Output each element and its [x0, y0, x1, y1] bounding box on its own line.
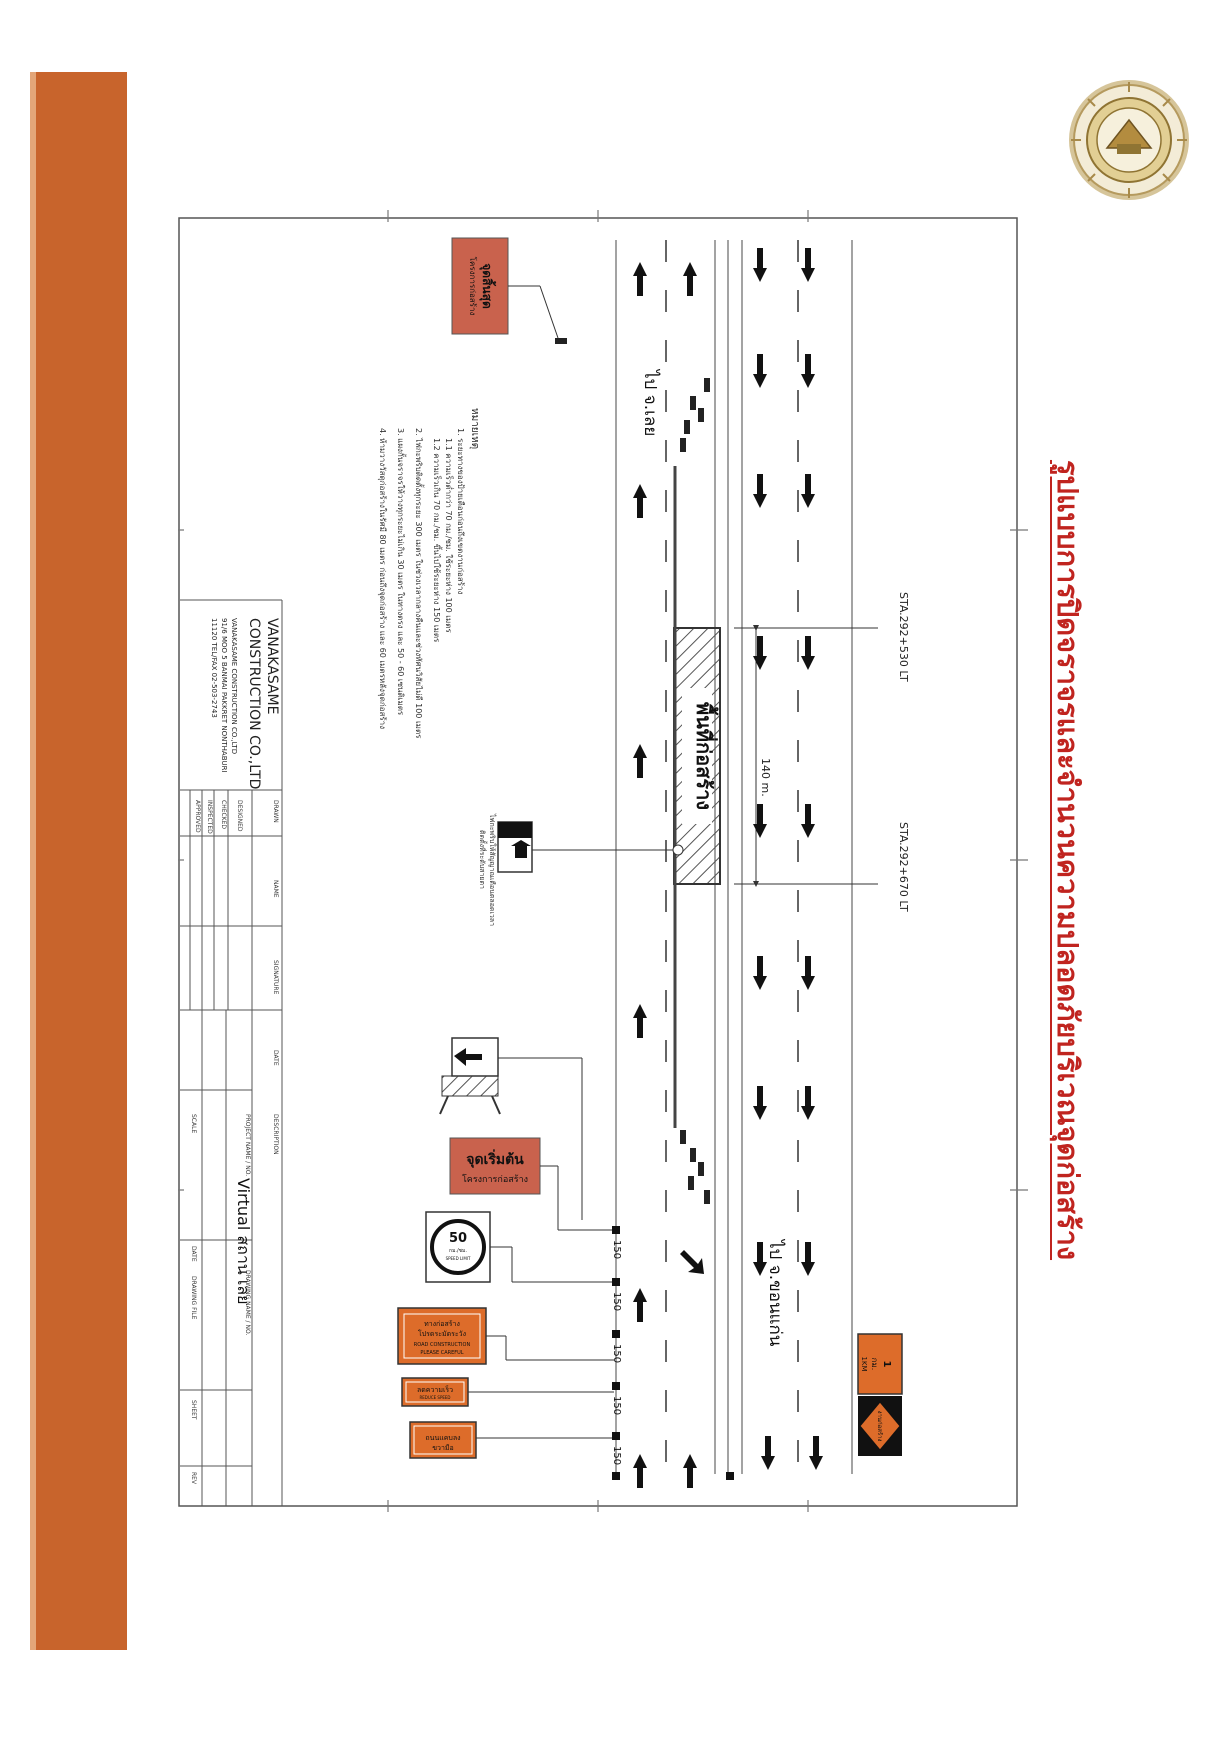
station-end: STA.292+670 LT: [897, 822, 910, 912]
taper-barriers-bottom: [680, 1130, 710, 1204]
title-block-text: DRAWN DESIGNED CHECKED INSPECTED APPROVE…: [190, 800, 279, 1485]
arrow-merge: [680, 1250, 704, 1274]
arrows-upper: [633, 262, 697, 1488]
notes-header: หมายเหตุ: [469, 408, 480, 449]
svg-text:APPROVED: APPROVED: [194, 800, 201, 833]
svg-text:SCALE: SCALE: [190, 1114, 197, 1133]
arrows-lower: [753, 248, 823, 1470]
svg-text:DATE: DATE: [272, 1050, 279, 1066]
narrow-road-sign: ถนนแคบลง ขวามือ: [409, 1421, 614, 1459]
construction-zone-label: พื้นที่ก่อสร้าง: [692, 702, 719, 810]
svg-text:ROAD CONSTRUCTION: ROAD CONSTRUCTION: [414, 1342, 471, 1348]
svg-text:4. ห้ามวางวัสดุก่อสร้างในรัศมี: 4. ห้ามวางวัสดุก่อสร้างในรัศมี 80 เมตร ก…: [378, 428, 387, 729]
svg-text:CHECKED: CHECKED: [220, 800, 227, 829]
svg-text:DATE: DATE: [190, 1246, 197, 1262]
svg-text:REV: REV: [190, 1472, 197, 1485]
svg-text:กม./ชม.: กม./ชม.: [449, 1248, 467, 1254]
dist-1: 150: [611, 1240, 622, 1259]
page-title: รูปแบบการปิดจราจรและจำนวนความปลอดภัยบริเ…: [1051, 459, 1085, 1261]
svg-text:โครงการก่อสร้าง: โครงการก่อสร้าง: [462, 1174, 528, 1185]
svg-text:PROJECT NAME / NO.: PROJECT NAME / NO.: [244, 1114, 251, 1176]
svg-text:1.1 ความเร็วต่ำกว่า 70 กม./ชม.: 1.1 ความเร็วต่ำกว่า 70 กม./ชม. ใช้ระยะห่…: [444, 438, 455, 633]
svg-text:ถนนแคบลง: ถนนแคบลง: [425, 1434, 460, 1442]
sign-start-project: จุดเริ่มต้น โครงการก่อสร้าง: [449, 1137, 614, 1231]
company-name-1: VANAKASAME: [264, 618, 280, 714]
traffic-plan-drawing: พื้นที่ก่อสร้าง 140 m. STA.292+530 LT ST…: [178, 210, 1028, 1512]
left-color-band: [30, 72, 127, 1650]
svg-text:1.2 ความเร็วเกิน 70 กม./ชม. ขึ: 1.2 ความเร็วเกิน 70 กม./ชม. ขึ้นไปใช้ระย…: [432, 438, 443, 643]
dimension-140m: [734, 625, 878, 887]
svg-text:จุดสิ้นสุด: จุดสิ้นสุด: [479, 263, 497, 309]
svg-text:DRAWN: DRAWN: [272, 800, 279, 823]
svg-text:ลดความเร็ว: ลดความเร็ว: [417, 1385, 453, 1394]
title-block: [180, 599, 283, 1506]
construction-diamond-sign: งานก่อสร้าง: [858, 1396, 902, 1456]
reduce-speed-sign: ลดความเร็ว REDUCE SPEED: [401, 1377, 614, 1407]
light-note-1: ไฟกะพริบให้สัญญาณเตือนตลอดเวลา: [488, 813, 497, 926]
svg-text:โปรดระมัดระวัง: โปรดระมัดระวัง: [418, 1329, 466, 1338]
construction-zone-label-bg: [682, 688, 712, 824]
svg-text:ทางก่อสร้าง: ทางก่อสร้าง: [424, 1320, 460, 1328]
notes-list: 1. ระยะทางของป้ายเตือนก่อนถึงเขตงานก่อสร…: [378, 428, 465, 739]
svg-text:DESCRIPTION: DESCRIPTION: [272, 1114, 279, 1155]
svg-text:DRAWING FILE: DRAWING FILE: [190, 1276, 197, 1320]
svg-text:3. แผงกั้นจราจรให้วางทุกระยะไม: 3. แผงกั้นจราจรให้วางทุกระยะไม่เกิน 30 เ…: [396, 428, 407, 716]
barricade-sign: [439, 1037, 583, 1220]
company-block: VANAKASAME CONSTRUCTION CO.,LTD VANAKASA…: [210, 618, 280, 789]
svg-text:SPEED LIMIT: SPEED LIMIT: [446, 1256, 471, 1261]
dist-2: 150: [611, 1292, 622, 1311]
lane-dashes: [665, 240, 799, 1474]
drawing-frame: [178, 217, 1018, 1507]
dist-4: 150: [611, 1396, 622, 1415]
taper-barriers-top: [680, 378, 710, 452]
dir-lower: ไป จ.ขอนแก่น: [765, 1238, 786, 1347]
company-address-1: VANAKASAME CONSTRUCTION CO.,LTD: [230, 618, 238, 754]
company-name-2: CONSTRUCTION CO.,LTD: [246, 618, 262, 789]
svg-text:1: 1: [881, 1361, 892, 1368]
svg-text:DESIGNED: DESIGNED: [236, 800, 243, 832]
svg-text:NAME: NAME: [272, 880, 279, 898]
svg-text:1KM: 1KM: [860, 1356, 868, 1371]
arrow-board: [497, 821, 684, 873]
svg-text:1. ระยะทางของป้ายเตือนก่อนถึงเ: 1. ระยะทางของป้ายเตือนก่อนถึงเขตงานก่อสร…: [456, 428, 465, 595]
svg-text:2. ไฟกะพริบติดตั้งทุกระยะ 300: 2. ไฟกะพริบติดตั้งทุกระยะ 300 เมตร ในช่ว…: [414, 428, 425, 739]
light-note-2: ติดตั้งที่ระดับสายตา: [478, 830, 489, 889]
signpost-distances: 150 150 150 150 150: [611, 1240, 622, 1465]
svg-text:INSPECTED: INSPECTED: [206, 800, 213, 834]
road-lines: [615, 240, 853, 1474]
signposts: [612, 1226, 620, 1480]
dir-upper: ไป จ.เลย: [640, 368, 661, 436]
page-title-wrap: รูปแบบการปิดจราจรและจำนวนความปลอดภัยบริเ…: [1050, 460, 1086, 1260]
seal-icon: [1069, 80, 1189, 200]
svg-text:REDUCE SPEED: REDUCE SPEED: [420, 1395, 451, 1400]
svg-text:SIGNATURE: SIGNATURE: [272, 960, 279, 995]
caution-sign: ทางก่อสร้าง โปรดระมัดระวัง ROAD CONSTRUC…: [397, 1307, 614, 1365]
sign-end-project: จุดสิ้นสุด โครงการก่อสร้าง: [451, 237, 567, 344]
svg-text:DRAWING NAME / NO.: DRAWING NAME / NO.: [244, 1270, 251, 1335]
svg-text:โครงการก่อสร้าง: โครงการก่อสร้าง: [468, 257, 478, 316]
svg-text:PLEASE CAREFUL: PLEASE CAREFUL: [420, 1350, 463, 1356]
svg-text:งานก่อสร้าง: งานก่อสร้าง: [876, 1411, 883, 1442]
svg-text:50: 50: [449, 1231, 467, 1246]
dist-5: 150: [611, 1446, 622, 1465]
svg-text:กม.: กม.: [870, 1358, 879, 1371]
dist-3: 150: [611, 1344, 622, 1363]
svg-text:จุดเริ่มต้น: จุดเริ่มต้น: [466, 1149, 524, 1168]
company-address-2: 91/6 MOO 5 BANMAI PAKKRET NONTHABURI: [220, 618, 228, 773]
svg-text:ขวามือ: ขวามือ: [432, 1444, 453, 1452]
dimension-length: 140 m.: [759, 758, 772, 797]
station-start: STA.292+530 LT: [897, 592, 910, 682]
signpost-lower-end: [726, 1472, 734, 1480]
svg-text:SHEET: SHEET: [190, 1400, 197, 1420]
speed-limit-sign: 50 กม./ชม. SPEED LIMIT: [425, 1211, 614, 1283]
one-km-sign: 1 กม. 1KM: [857, 1333, 903, 1395]
project-title: Virtual สถาน เลย: [234, 1178, 253, 1304]
left-band-edge: [30, 72, 36, 1650]
company-address-3: 11120 TEL/FAX 02-503-2743: [210, 618, 218, 718]
